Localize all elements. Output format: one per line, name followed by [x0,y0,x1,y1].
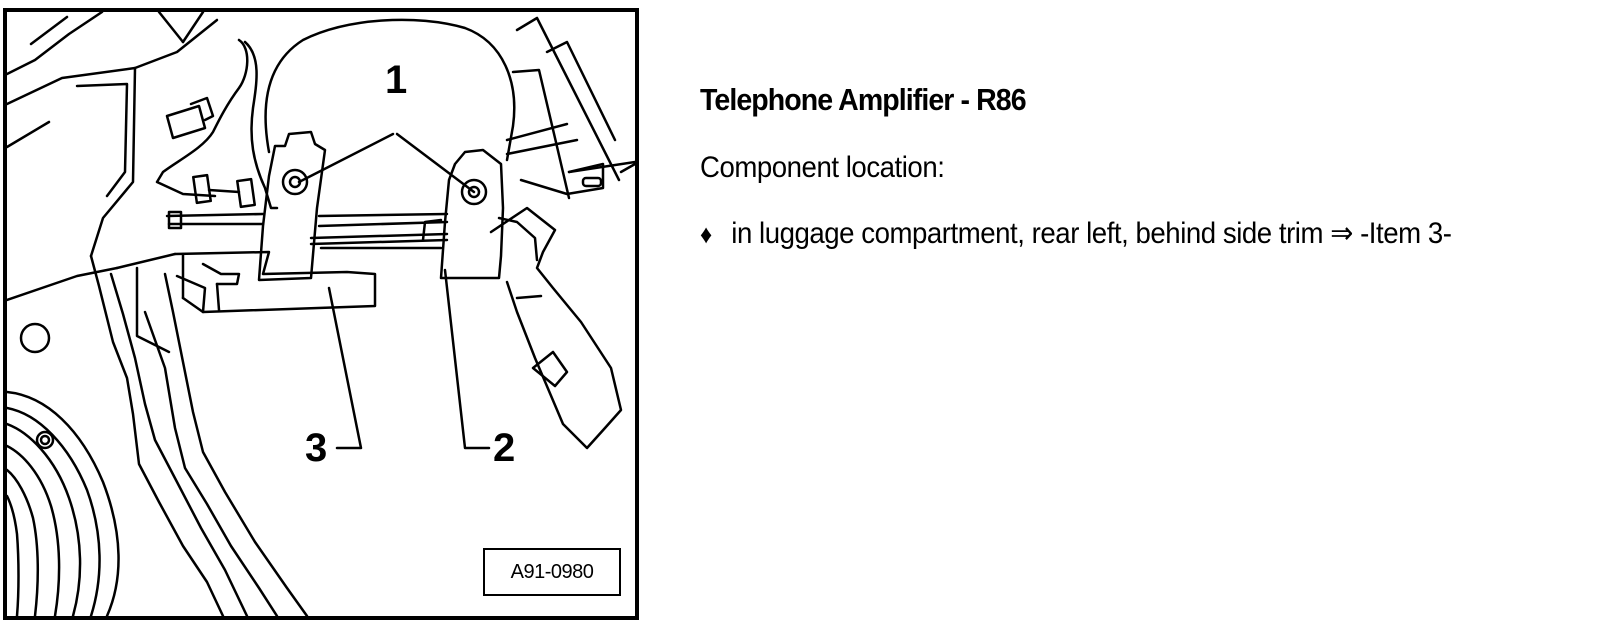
component-illustration: 1 2 3 A91-0980 [3,8,639,620]
component-info: Telephone Amplifier - R86 Component loca… [700,80,1590,254]
diamond-bullet-icon: ♦ [700,219,712,249]
callout-1: 1 [385,58,408,102]
callout-3: 3 [305,426,328,470]
location-text: in luggage compartment, rear left, behin… [731,217,1452,250]
section-label: Component location: [700,151,945,184]
page-title: Telephone Amplifier - R86 [700,82,1027,117]
list-item: ♦ in luggage compartment, rear left, behi… [700,214,1519,254]
figure-id-label: A91-0980 [483,548,621,596]
callout-2: 2 [493,426,516,470]
amplifier-line-drawing [7,12,635,616]
location-list: ♦ in luggage compartment, rear left, behi… [700,214,1590,254]
